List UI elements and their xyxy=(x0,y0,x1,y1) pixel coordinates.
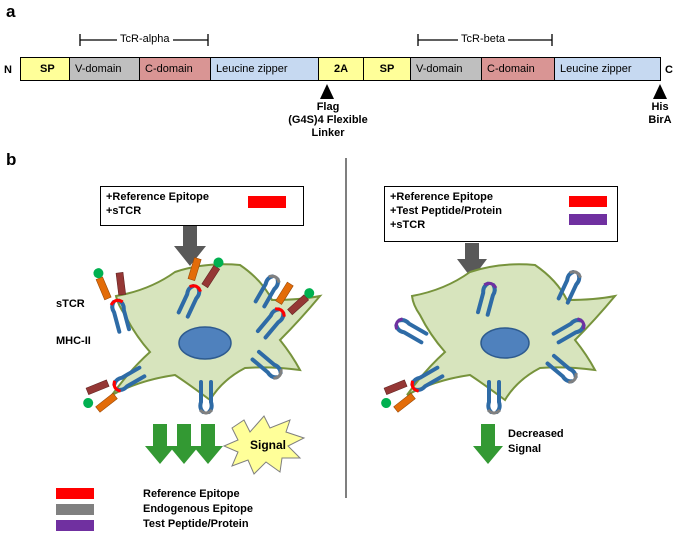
panel-a-label: a xyxy=(6,2,16,21)
nucleus-icon xyxy=(178,326,232,360)
segment-label: C-domain xyxy=(145,63,193,75)
mhc-stcr-complex-icon xyxy=(83,365,147,414)
panel-divider xyxy=(345,158,347,498)
condition-line: +Test Peptide/Protein xyxy=(390,205,502,217)
mhc-endogenous-icon xyxy=(250,349,285,382)
linker-label: Flag (G4S)4 Flexible Linker xyxy=(272,101,384,140)
condition-line: +sTCR xyxy=(390,219,426,231)
reference-epitope-swatch xyxy=(248,196,286,208)
mhc-ii-label: MHC-II xyxy=(56,335,91,347)
legend-label-reference: Reference Epitope xyxy=(143,488,240,500)
mhc-test-peptide-icon xyxy=(393,316,429,345)
signal-arrows-icon xyxy=(145,424,223,464)
arrow-down-icon xyxy=(457,243,487,279)
flag-label: Flag xyxy=(316,101,340,113)
decreased-signal-label: Decreased Signal xyxy=(508,427,564,457)
flexible-linker-label: (G4S)4 Flexible Linker xyxy=(288,114,368,139)
segment-sp-alpha: SP xyxy=(20,57,70,81)
mhc-endogenous-icon xyxy=(253,273,282,309)
condition-line: +sTCR xyxy=(106,205,142,217)
signal-label: Signal xyxy=(250,438,287,452)
segment-leucine-zipper-alpha: Leucine zipper xyxy=(211,57,319,81)
segment-label: Leucine zipper xyxy=(560,63,632,75)
segment-label: V-domain xyxy=(75,63,122,75)
legend-swatch-reference xyxy=(56,488,94,499)
mhc-test-peptide-icon xyxy=(475,281,499,317)
segment-v-domain-alpha: V-domain xyxy=(70,57,140,81)
arrow-down-icon xyxy=(174,226,206,266)
segment-label: V-domain xyxy=(416,63,463,75)
segment-sp-beta: SP xyxy=(364,57,411,81)
mhc-endogenous-icon xyxy=(545,353,580,386)
legend-swatch-endogenous xyxy=(56,504,94,515)
mhc-stcr-complex-icon xyxy=(255,281,315,340)
panel-a-annotations xyxy=(79,34,667,99)
decreased-signal-arrow-icon xyxy=(473,424,503,464)
linker-marker-icon xyxy=(320,84,334,99)
his-label: His xyxy=(651,101,669,113)
segment-2a: 2A xyxy=(319,57,364,81)
legend-label-endogenous: Endogenous Epitope xyxy=(143,503,253,515)
segment-label: SP xyxy=(40,63,55,75)
decreased-label-line: Decreased xyxy=(508,428,564,440)
segment-leucine-zipper-beta: Leucine zipper xyxy=(555,57,661,81)
panel-b-label: b xyxy=(6,150,17,169)
segment-label: C-domain xyxy=(487,63,535,75)
segment-label: 2A xyxy=(333,63,349,75)
condition-line: +Reference Epitope xyxy=(390,191,494,203)
mhc-stcr-complex-icon xyxy=(381,365,445,414)
mhc-stcr-complex-icon xyxy=(93,268,132,334)
mhc-stcr-complex-icon xyxy=(176,256,224,319)
nucleus-icon xyxy=(480,327,530,359)
signal-burst-icon xyxy=(222,415,306,475)
segment-v-domain-beta: V-domain xyxy=(411,57,482,81)
tag-label: His BirA xyxy=(645,101,675,127)
decreased-label-line: Signal xyxy=(508,443,542,455)
stcr-label: sTCR xyxy=(56,298,85,310)
legend-swatch-test-peptide xyxy=(56,520,94,531)
segment-c-domain-beta: C-domain xyxy=(482,57,555,81)
tcr-alpha-label: TcR-alpha xyxy=(117,33,173,45)
segment-c-domain-alpha: C-domain xyxy=(140,57,211,81)
c-terminus-label: C xyxy=(665,64,673,76)
mhc-endogenous-icon xyxy=(556,268,584,305)
mhc-endogenous-icon xyxy=(486,380,502,415)
reference-epitope-swatch xyxy=(569,196,607,207)
condition-line: +Reference Epitope xyxy=(106,191,210,203)
n-terminus-label: N xyxy=(4,64,12,76)
mhc-test-peptide-icon xyxy=(551,316,587,345)
right-condition-box: +Reference Epitope +Test Peptide/Protein… xyxy=(384,186,618,242)
segment-label: SP xyxy=(379,63,395,75)
bira-label: BirA xyxy=(648,114,672,126)
tag-marker-icon xyxy=(653,84,667,99)
tcr-beta-label: TcR-beta xyxy=(458,33,509,45)
mhc-endogenous-icon xyxy=(198,380,214,415)
segment-label: Leucine zipper xyxy=(216,63,288,75)
test-peptide-swatch xyxy=(569,214,607,225)
legend-label-test-peptide: Test Peptide/Protein xyxy=(143,518,249,530)
